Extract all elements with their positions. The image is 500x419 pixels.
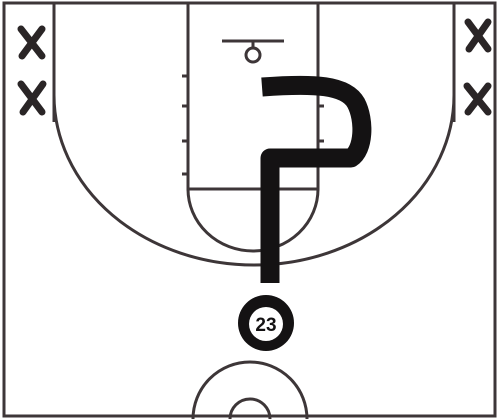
defender-x-mark <box>464 18 492 53</box>
defender-x-mark <box>463 82 492 116</box>
three-point-arc <box>52 94 456 267</box>
player-circle-inner <box>249 307 283 341</box>
defender-x-mark <box>17 25 46 60</box>
center-circle-inner <box>228 397 272 419</box>
cut-route <box>260 75 372 283</box>
rim <box>244 46 262 64</box>
center-circle-outer <box>191 360 309 419</box>
free-throw-lane <box>186 1 320 191</box>
free-throw-circle <box>186 188 320 253</box>
player-number: 23 <box>255 315 276 336</box>
defender-x-mark <box>17 80 47 116</box>
